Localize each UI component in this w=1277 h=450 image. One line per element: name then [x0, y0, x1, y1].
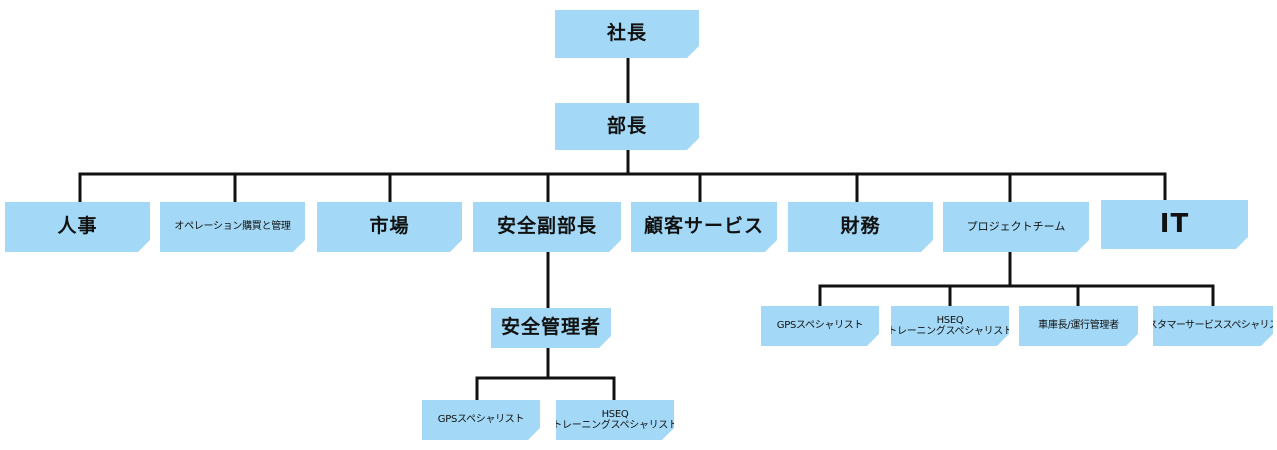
- node-it-label: IT: [1159, 208, 1190, 239]
- node-project-team-label: プロジェクトチーム: [966, 219, 1066, 233]
- node-safety-hseq-line1: HSEQ: [601, 408, 629, 420]
- node-general-manager[interactable]: 部長: [555, 103, 699, 150]
- node-customer-service-specialist[interactable]: カスタマーサービススペシャリスト: [1153, 306, 1273, 346]
- node-safety-gps-specialist[interactable]: GPSスペシャリスト: [422, 400, 540, 440]
- node-fleet-manager-label: 車庫長/運行管理者: [1038, 320, 1119, 332]
- node-project-team[interactable]: プロジェクトチーム: [943, 202, 1089, 252]
- node-customer-service-specialist-label: カスタマーサービススペシャリスト: [1157, 320, 1269, 332]
- node-market-label: 市場: [369, 215, 410, 238]
- node-hr-label: 人事: [57, 215, 98, 238]
- node-safety-manager[interactable]: 安全管理者: [491, 308, 611, 348]
- node-safety-gps-specialist-label: GPSスペシャリスト: [437, 414, 525, 426]
- node-project-hseq-line1: HSEQ: [936, 314, 964, 326]
- node-fleet-manager[interactable]: 車庫長/運行管理者: [1019, 306, 1138, 346]
- node-deputy-safety-manager[interactable]: 安全副部長: [473, 202, 621, 252]
- node-deputy-safety-manager-label: 安全副部長: [496, 215, 597, 238]
- node-project-gps-specialist-label: GPSスペシャリスト: [776, 320, 864, 332]
- node-general-manager-label: 部長: [606, 114, 647, 137]
- node-safety-hseq-line2: トレーニングスペシャリスト: [556, 420, 674, 431]
- node-operations-procurement[interactable]: オペレーション購買と管理: [160, 202, 305, 252]
- node-it[interactable]: IT: [1101, 200, 1248, 249]
- node-finance-label: 財務: [840, 215, 881, 238]
- node-safety-hseq-specialist[interactable]: HSEQ トレーニングスペシャリスト: [556, 400, 674, 440]
- node-project-gps-specialist[interactable]: GPSスペシャリスト: [761, 306, 879, 346]
- node-president[interactable]: 社長: [555, 10, 699, 58]
- node-market[interactable]: 市場: [317, 202, 462, 252]
- node-customer-service-label: 顧客サービス: [643, 215, 764, 238]
- node-president-label: 社長: [606, 22, 647, 45]
- node-operations-procurement-label: オペレーション購買と管理: [174, 221, 291, 233]
- node-project-hseq-line2: トレーニングスペシャリスト: [891, 326, 1009, 337]
- node-safety-manager-label: 安全管理者: [500, 316, 601, 339]
- node-hr[interactable]: 人事: [5, 202, 150, 252]
- node-finance[interactable]: 財務: [788, 202, 933, 252]
- node-project-hseq-specialist[interactable]: HSEQ トレーニングスペシャリスト: [891, 306, 1009, 346]
- node-customer-service[interactable]: 顧客サービス: [631, 202, 777, 252]
